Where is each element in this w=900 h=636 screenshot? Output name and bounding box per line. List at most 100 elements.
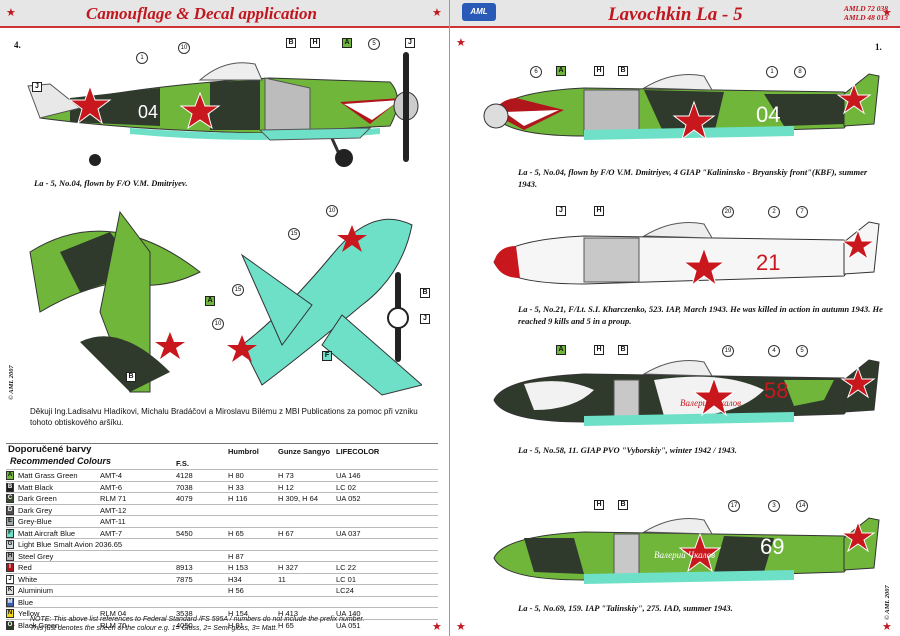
corner-star-icon: ★ bbox=[456, 621, 466, 633]
colour-swatch: G bbox=[6, 540, 14, 549]
color-tag: A bbox=[556, 345, 566, 355]
corner-star-icon: ★ bbox=[882, 7, 892, 19]
colour-ref: AMT-6 bbox=[100, 482, 123, 492]
profile-caption: La - 5, No.04, flown by F/O V.M. Dmitriy… bbox=[518, 167, 868, 189]
colour-swatch: K bbox=[6, 586, 14, 595]
profile-21-drawing: 21 bbox=[493, 221, 880, 287]
color-tag: H bbox=[594, 66, 604, 76]
colour-gunze: H 413 bbox=[278, 609, 299, 618]
colour-humbrol: H 65 bbox=[228, 528, 244, 538]
underside-view-drawing bbox=[227, 218, 422, 396]
colour-swatch: J bbox=[6, 574, 14, 584]
colour-name: Dark Grey bbox=[18, 505, 53, 515]
slogan-text: Валерий Чкалов bbox=[654, 550, 715, 560]
colour-swatch: F bbox=[6, 528, 14, 538]
color-tag: J bbox=[405, 38, 415, 48]
colour-gunze: H 73 bbox=[278, 471, 294, 480]
col-header-gunze: Gunze Sangyo bbox=[278, 447, 331, 456]
colour-fs: 7875 bbox=[176, 574, 193, 584]
fuselage-code: 58 bbox=[764, 378, 788, 403]
colour-name: Matt Black bbox=[18, 482, 54, 492]
colour-swatch: H bbox=[6, 551, 14, 561]
callout-number: 1 bbox=[136, 52, 148, 64]
profile-caption: La - 5, No.21, F/Lt. S.I. Kharczenko, 52… bbox=[518, 304, 883, 326]
colour-ref: AMT-4 bbox=[100, 471, 123, 480]
profile-04-drawing: 04 bbox=[483, 73, 880, 141]
right-page-title: Lavochkin La - 5 bbox=[608, 4, 743, 25]
colour-humbrol: H 153 bbox=[228, 563, 249, 572]
callout-number: 3 bbox=[768, 500, 780, 512]
colour-lifecolor: LC24 bbox=[336, 586, 354, 595]
table-header-row: Doporučené barvy Humbrol Gunze Sangyo LI… bbox=[6, 444, 438, 456]
page-number: 4. bbox=[14, 40, 21, 50]
callout-number: 19 bbox=[722, 345, 734, 357]
color-tag: H bbox=[594, 500, 604, 510]
colour-ref: AMT-7 bbox=[100, 528, 123, 538]
corner-star-icon: ★ bbox=[432, 7, 442, 19]
right-page: AML Lavochkin La - 5 AMLD 72 038 AMLD 48… bbox=[450, 0, 900, 636]
color-tag: B bbox=[126, 372, 136, 382]
colour-name: Matt Grass Green bbox=[18, 471, 78, 480]
table-row: G Light Blue Smalt Avion 2036.65 bbox=[6, 538, 438, 550]
profile-caption: La - 5, No.58, 11. GIAP PVO "Vyborskiy",… bbox=[518, 445, 737, 455]
colour-fs: 8913 bbox=[176, 563, 193, 572]
colour-swatch: M bbox=[6, 597, 14, 607]
left-page: Camouflage & Decal application ★ ★ ★ ★ 4… bbox=[0, 0, 450, 636]
color-tag: H bbox=[594, 206, 604, 216]
callout-number: 20 bbox=[722, 206, 734, 218]
left-page-title: Camouflage & Decal application bbox=[86, 4, 317, 23]
colour-name: Blue bbox=[18, 597, 34, 607]
callout-number: 5 bbox=[368, 38, 380, 50]
table-subheader-row: Recommended Colours F.S. bbox=[6, 456, 438, 469]
colour-swatch: I bbox=[6, 563, 14, 572]
colour-name: Light Blue Smalt Avion 2036.65 bbox=[18, 540, 123, 549]
fuselage-code: 69 bbox=[760, 534, 784, 559]
color-tag: B bbox=[286, 38, 296, 48]
colour-swatch: D bbox=[6, 505, 14, 515]
color-tag: A bbox=[342, 38, 352, 48]
product-code: AMLD 72 038 bbox=[843, 4, 888, 13]
colour-lifecolor: LC 02 bbox=[336, 482, 357, 492]
colour-ref: RLM 70 bbox=[100, 620, 127, 630]
colour-gunze: H 309, H 64 bbox=[278, 494, 319, 503]
colour-gunze: H 67 bbox=[278, 528, 294, 538]
callout-number: 17 bbox=[728, 500, 740, 512]
colour-swatch: O bbox=[6, 620, 14, 630]
profile-58-drawing: Валерий Чкалов 58 bbox=[493, 359, 880, 426]
colour-fs: 5450 bbox=[176, 528, 193, 538]
colour-name: Grey-Blue bbox=[18, 517, 52, 526]
callout-number: 15 bbox=[288, 228, 300, 240]
callout-number: 1 bbox=[766, 66, 778, 78]
callout-number: 4 bbox=[768, 345, 780, 357]
colour-fs: 4079 bbox=[176, 494, 193, 503]
colour-lifecolor: UA 140 bbox=[336, 609, 361, 618]
vertical-copyright: © AML 2007 bbox=[884, 585, 891, 620]
table-note: NOTE: This above list references to Fede… bbox=[30, 616, 365, 632]
colours-table: Doporučené barvy Humbrol Gunze Sangyo LI… bbox=[6, 443, 438, 630]
callout-number: 10 bbox=[326, 205, 338, 217]
acknowledgement-text: Děkuji Ing.Ladisalvu Hladíkovi, Michalu … bbox=[30, 407, 418, 427]
aml-logo: AML bbox=[462, 3, 496, 21]
colour-name: Aluminium bbox=[18, 586, 54, 595]
colour-swatch: A bbox=[6, 471, 14, 480]
colour-humbrol: H 33 bbox=[228, 482, 244, 492]
colour-ref: AMT-11 bbox=[100, 517, 126, 526]
col-header-lifecolor: LIFECOLOR bbox=[336, 447, 380, 456]
colour-swatch: B bbox=[6, 482, 14, 492]
table-heading: Doporučené barvy bbox=[8, 444, 92, 455]
callout-number: 10 bbox=[212, 318, 224, 330]
colour-name: Red bbox=[18, 563, 32, 572]
callout-number: 2 bbox=[768, 206, 780, 218]
color-tag: B bbox=[618, 345, 628, 355]
color-tag: B bbox=[420, 288, 430, 298]
callout-number: 8 bbox=[794, 66, 806, 78]
color-tag: B bbox=[618, 66, 628, 76]
side-profile-drawing: 04 bbox=[27, 52, 419, 167]
colour-ref: AMT-12 bbox=[100, 505, 127, 515]
